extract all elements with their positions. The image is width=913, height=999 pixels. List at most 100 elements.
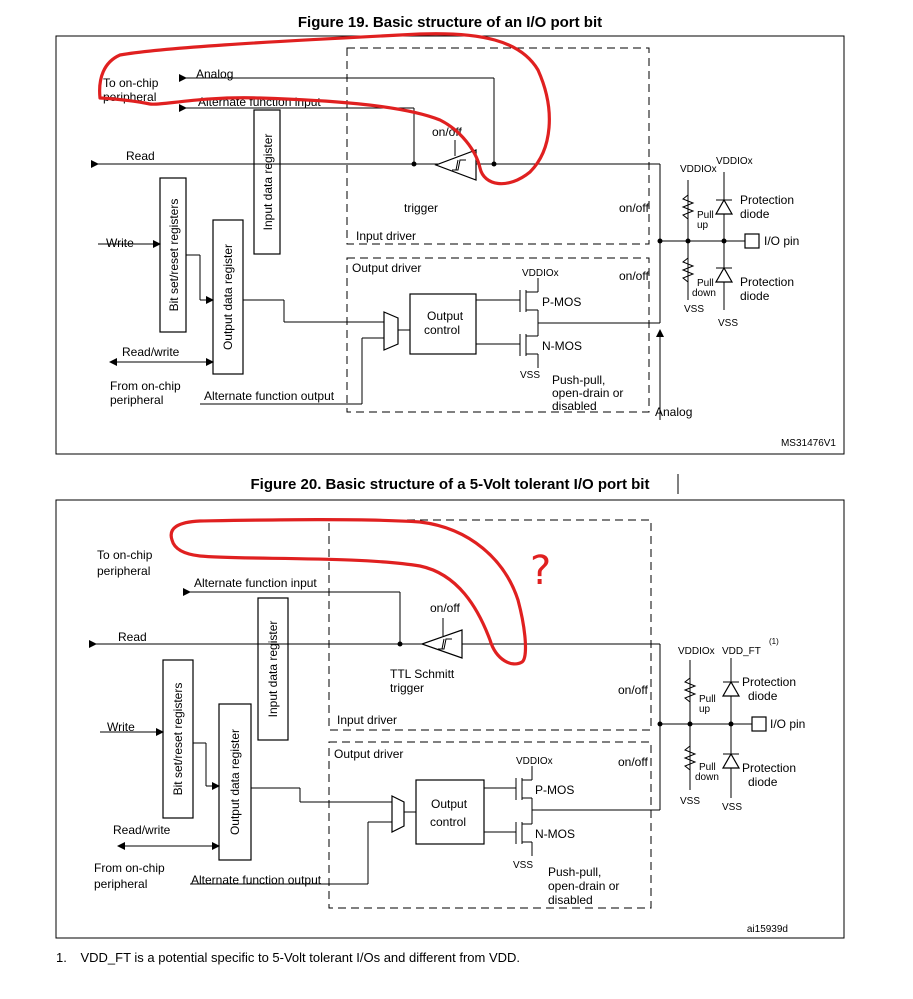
output-mux-20 — [391, 795, 405, 833]
bit-set-reset-label: Bit set/reset registers — [167, 199, 181, 312]
svg-text:VDD_FT: VDD_FT — [722, 646, 761, 657]
svg-text:Output driver: Output driver — [334, 747, 403, 761]
figure-19-frame — [55, 35, 845, 455]
svg-text:diode: diode — [748, 689, 778, 703]
to-onchip-label: To on-chip — [103, 76, 159, 90]
output-data-register-20 — [218, 703, 252, 861]
svg-text:VDDIOx: VDDIOx — [516, 756, 553, 767]
svg-text:TTL Schmitt: TTL Schmitt — [390, 667, 455, 681]
svg-text:N-MOS: N-MOS — [542, 339, 582, 353]
svg-text:VSS: VSS — [513, 860, 533, 871]
svg-text:Input data register: Input data register — [266, 621, 280, 718]
figure-19-ref: MS31476V1 — [781, 438, 836, 449]
svg-text:disabled: disabled — [552, 399, 597, 413]
io-pin-box-20 — [751, 716, 767, 732]
pull-down-resistor — [681, 257, 695, 283]
bit-set-reset-registers-20 — [162, 659, 194, 819]
io-pin-box — [744, 233, 760, 249]
footnote-text: VDD_FT is a potential specific to 5-Volt… — [80, 950, 521, 965]
output-driver-label: Output driver — [352, 261, 421, 275]
svg-text:Output: Output — [431, 797, 468, 811]
svg-text:up: up — [699, 704, 711, 715]
input-data-register-label: Input data register — [261, 134, 275, 231]
svg-text:To on-chip: To on-chip — [97, 548, 153, 562]
svg-text:down: down — [692, 288, 716, 299]
pull-up-resistor-20 — [683, 677, 697, 703]
svg-text:Protection: Protection — [742, 675, 796, 689]
svg-text:Read: Read — [118, 630, 147, 644]
svg-text:peripheral: peripheral — [110, 393, 163, 407]
input-data-register — [253, 109, 281, 255]
protection-diode-top-20 — [721, 680, 741, 697]
svg-text:up: up — [697, 220, 709, 231]
output-mux — [383, 311, 399, 351]
figure-19-title: Figure 19. Basic structure of an I/O por… — [298, 14, 602, 31]
svg-text:on/off: on/off — [430, 601, 460, 615]
footnote-number: 1. — [56, 950, 67, 965]
svg-text:diode: diode — [748, 775, 778, 789]
svg-text:Pull: Pull — [697, 278, 714, 289]
io-pin-label: I/O pin — [764, 234, 799, 248]
svg-text:Output data register: Output data register — [228, 729, 242, 835]
svg-text:From on-chip: From on-chip — [110, 379, 181, 393]
figure-20: Figure 20. Basic structure of a 5-Volt t… — [55, 474, 845, 939]
svg-text:VSS: VSS — [684, 304, 704, 315]
output-driver-region — [346, 257, 650, 413]
output-data-register-label: Output data register — [221, 244, 235, 350]
svg-text:Push-pull,: Push-pull, — [548, 865, 601, 879]
svg-text:VDDIOx: VDDIOx — [680, 164, 717, 175]
svg-text:VDDIOx: VDDIOx — [522, 268, 559, 279]
analog-bottom-label: Analog — [655, 405, 692, 419]
input-driver-region-20 — [328, 519, 652, 731]
protection-diode-bottom-20 — [721, 752, 741, 769]
input-driver-region — [346, 47, 650, 245]
svg-text:disabled: disabled — [548, 893, 593, 907]
svg-text:Push-pull,: Push-pull, — [552, 373, 605, 387]
svg-text:Write: Write — [107, 720, 135, 734]
analog-label: Analog — [196, 67, 233, 81]
svg-text:on/off: on/off — [619, 269, 649, 283]
svg-text:on/off: on/off — [618, 683, 648, 697]
svg-text:I/O pin: I/O pin — [770, 717, 805, 731]
svg-text:VSS: VSS — [680, 796, 700, 807]
output-data-register — [212, 219, 244, 375]
footnote: 1. VDD_FT is a potential specific to 5-V… — [56, 950, 520, 965]
svg-text:From on-chip: From on-chip — [94, 861, 165, 875]
svg-text:Output: Output — [427, 309, 464, 323]
protection-diode-bottom — [714, 266, 734, 283]
svg-text:N-MOS: N-MOS — [535, 827, 575, 841]
svg-text:Protection: Protection — [740, 275, 794, 289]
output-control-box-20 — [415, 779, 485, 845]
svg-text:on/off: on/off — [619, 201, 649, 215]
svg-text:diode: diode — [740, 207, 770, 221]
svg-text:VSS: VSS — [520, 370, 540, 381]
red-annotation-loop-20 — [169, 518, 528, 666]
output-control-box — [409, 293, 477, 355]
svg-text:peripheral: peripheral — [94, 877, 147, 891]
svg-text:Pull: Pull — [699, 694, 716, 705]
protection-diode-top — [714, 198, 734, 215]
svg-text:trigger: trigger — [390, 681, 424, 695]
svg-text:VSS: VSS — [722, 802, 742, 813]
svg-text:on/off: on/off — [618, 755, 648, 769]
alt-func-output-label: Alternate function output — [204, 389, 335, 403]
svg-text:Protection: Protection — [740, 193, 794, 207]
svg-text:down: down — [695, 772, 719, 783]
svg-text:VSS: VSS — [718, 318, 738, 329]
pull-down-resistor-20 — [683, 745, 697, 771]
svg-text:Alternate function output: Alternate function output — [191, 873, 322, 887]
annotation-question-mark: ? — [530, 548, 551, 594]
svg-text:ai15939d: ai15939d — [747, 924, 788, 935]
svg-text:open-drain or: open-drain or — [552, 386, 623, 400]
svg-text:Alternate function input: Alternate function input — [194, 576, 317, 590]
trigger-label: trigger — [404, 201, 438, 215]
figure-20-title: Figure 20. Basic structure of a 5-Volt t… — [251, 476, 650, 493]
svg-text:Bit set/reset registers: Bit set/reset registers — [171, 683, 185, 796]
svg-text:Pull: Pull — [699, 762, 716, 773]
svg-text:(1): (1) — [769, 637, 779, 646]
input-driver-label: Input driver — [356, 229, 416, 243]
svg-text:Pull: Pull — [697, 210, 714, 221]
svg-text:Protection: Protection — [742, 761, 796, 775]
schmitt-trigger-symbol — [434, 149, 477, 181]
